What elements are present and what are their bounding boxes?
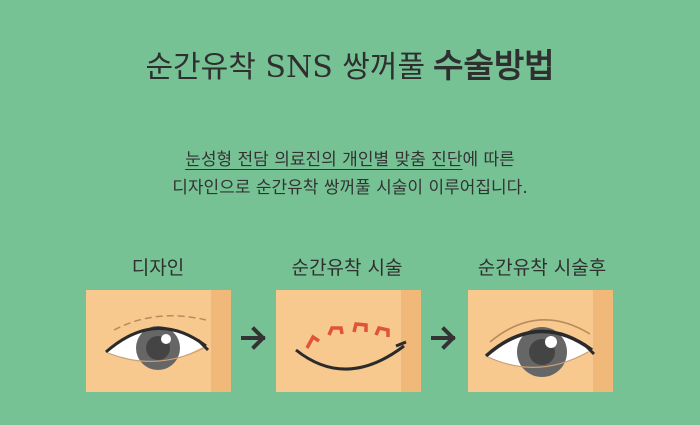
upper-lid-icon: [484, 329, 594, 358]
description-line-1: 눈성형 전담 의료진의 개인별 맞춤 진단에 따른: [0, 146, 700, 174]
procedure-eye-panel: [276, 290, 421, 392]
procedure-eye-illustration: [295, 290, 421, 392]
description-line-2: 디자인으로 순간유착 쌍꺼풀 시술이 이루어집니다.: [172, 178, 528, 198]
title-light: 순간유착 SNS 쌍꺼풀: [145, 50, 426, 85]
arrow-right-icon: [241, 326, 266, 350]
description: 눈성형 전담 의료진의 개인별 맞춤 진단에 따른 디자인으로 순간유착 쌍꺼풀…: [0, 146, 700, 202]
step-label-after: 순간유착 시술후: [477, 257, 607, 279]
closed-eyelid-icon: [295, 344, 405, 371]
stitch-icon: [305, 334, 320, 349]
stitch-icons: [305, 322, 390, 349]
step-label-design: 디자인: [131, 257, 185, 279]
arrow-right-icon: [431, 326, 456, 350]
design-eye-panel: [86, 290, 231, 392]
design-eye-illustration: [105, 290, 231, 392]
description-highlight: 눈성형 전담 의료진의 개인별 맞춤 진단: [185, 150, 463, 170]
stitch-icon: [374, 325, 390, 337]
after-eye-panel: [468, 290, 613, 392]
description-line-1-rest: 에 따른: [462, 150, 515, 170]
after-eye-illustration: [484, 290, 613, 392]
design-line-icon: [113, 315, 207, 331]
double-eyelid-crease-icon: [489, 318, 591, 343]
stitch-icon: [327, 326, 344, 336]
stitch-icon: [352, 322, 368, 333]
step-label-procedure: 순간유착 시술: [291, 257, 403, 279]
upper-lid-icon: [105, 326, 207, 354]
title-bold: 수술방법: [433, 46, 555, 85]
